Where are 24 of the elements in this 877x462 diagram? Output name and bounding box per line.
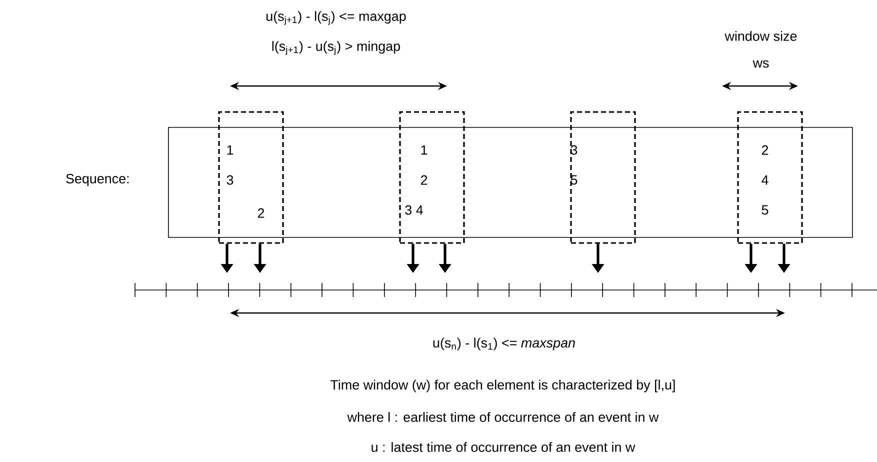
item-number: 4 [762,175,768,185]
item-number: 1 [421,145,428,155]
window-size-label: ws [752,60,769,68]
item-number: 2 [762,145,768,155]
constraint-formula: u(s$_{j+1}$) - l(s$_{j}$) <= maxgap [266,11,406,25]
constraint-formula: l(s$_{j+1}$) - u(s$_{j}$) > mingap [272,41,400,55]
item-number: 2 [258,208,264,218]
caption-line: where l : earliest time of occurrence of an event in w [347,412,659,422]
caption-line: u : latest time of occurrence of an event in w [372,442,636,452]
item-number: 1 [227,145,234,155]
time-window [570,111,636,244]
time-window [218,111,284,244]
item-number: 5 [762,205,768,215]
node-label: Sequence: [66,174,129,186]
item-number: 2 [420,175,428,185]
window-size-label: window size [724,31,797,41]
item-number: 3 [570,145,578,155]
item-number: 3 [226,175,234,185]
time-window [737,111,803,244]
caption-line: Time window (w) for each element is characterized by [l,u] [330,380,675,392]
time-window [399,111,465,244]
constraint-formula: u(s$_{n}$) - l(s$_{1}$) <= maxspan [433,338,575,350]
item-number: 3 4 [405,205,423,215]
item-number: 5 [570,175,578,185]
